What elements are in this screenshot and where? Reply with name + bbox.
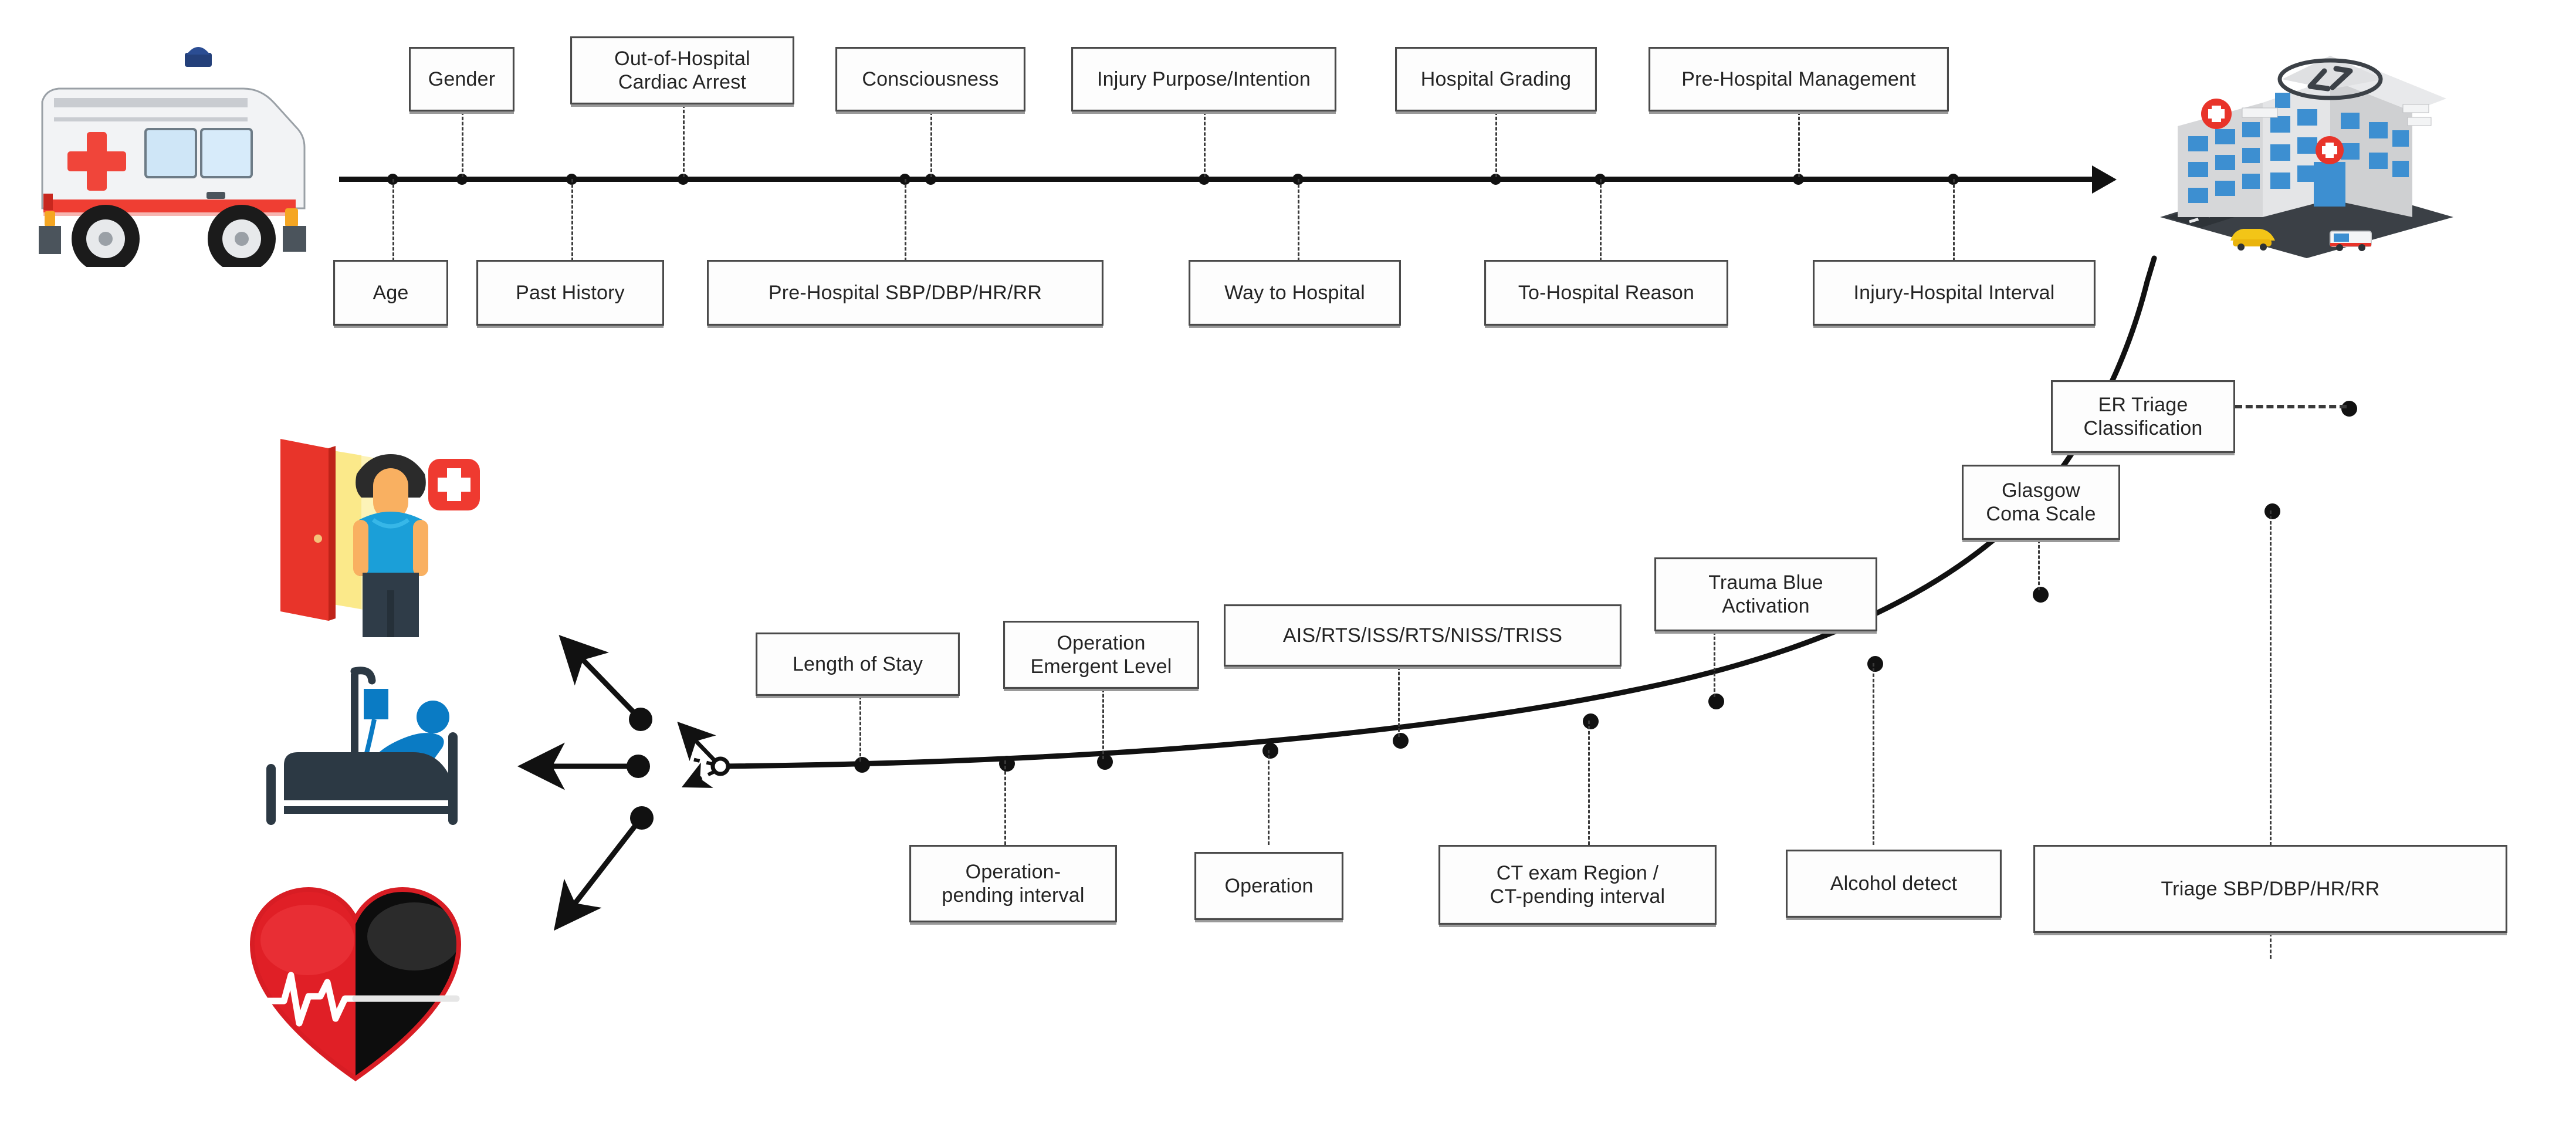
discharge-door-icon [252,405,487,640]
axis-node [456,174,468,185]
label-box-glasgow-coma-scale[interactable]: Glasgow Coma Scale [1962,465,2120,540]
label-box-pre-hospital-management[interactable]: Pre-Hospital Management [1648,47,1949,111]
connector-stem [1495,111,1497,177]
label-box-injury-purpose-intention[interactable]: Injury Purpose/Intention [1071,47,1336,111]
connector-stem [1798,111,1800,177]
label-box-operation-emergent-level[interactable]: Operation Emergent Level [1003,621,1199,689]
axis-node [1793,174,1804,185]
connector-stem [1588,721,1590,845]
label-box-ct-exam-region[interactable]: CT exam Region / CT-pending interval [1438,845,1717,925]
connector-stem [1873,663,1874,845]
curve-node [1583,713,1599,729]
label-box-operation-pending-interval[interactable]: Operation- pending interval [909,845,1117,922]
connector-stem [462,111,463,177]
curve-node [1867,656,1883,672]
label-box-pre-hospital-vitals[interactable]: Pre-Hospital SBP/DBP/HR/RR [707,260,1103,326]
hospital-bed-icon [239,658,486,834]
curve-node [2033,587,2049,603]
label-box-length-of-stay[interactable]: Length of Stay [756,633,960,696]
connector-stem [905,179,906,261]
curve-node [1262,743,1278,759]
label-box-gender[interactable]: Gender [409,47,514,111]
label-box-operation[interactable]: Operation [1194,852,1343,920]
connector-stem [930,111,932,177]
connector-stem-triage-vitals-tail [2270,933,2272,959]
label-box-out-of-hospital-cardiac-arrest[interactable]: Out-of-Hospital Cardiac Arrest [570,36,794,104]
label-box-way-to-hospital[interactable]: Way to Hospital [1189,260,1401,326]
connector-stem-er-triage [2235,405,2347,408]
connector-stem [683,104,685,177]
connector-stem [1600,179,1602,261]
label-box-past-history[interactable]: Past History [476,260,664,326]
connector-stem [1102,689,1104,759]
connector-stem [1004,760,1006,845]
connector-stem [1714,631,1715,697]
curve-node [2264,503,2280,519]
axis-node [1199,174,1210,185]
connector-stem [2038,540,2040,590]
label-box-injury-severity-scores[interactable]: AIS/RTS/ISS/RTS/NISS/TRISS [1224,604,1622,667]
axis-node [678,174,689,185]
label-box-to-hospital-reason[interactable]: To-Hospital Reason [1484,260,1728,326]
label-box-er-triage-classification[interactable]: ER Triage Classification [2051,380,2235,453]
curve-node [999,756,1015,772]
label-box-age[interactable]: Age [333,260,448,326]
connector-stem [571,179,573,261]
connector-stem [859,696,861,762]
hospital-building-icon [2154,23,2459,270]
label-box-trauma-blue-activation[interactable]: Trauma Blue Activation [1654,557,1877,631]
connector-stem [1398,667,1400,737]
label-box-triage-vitals[interactable]: Triage SBP/DBP/HR/RR [2033,845,2507,933]
connector-stem [1204,111,1206,177]
heartbeat-flatline-icon [238,872,473,1107]
connector-stem [2270,510,2272,851]
connector-stem [1268,750,1270,845]
connector-stem [1298,179,1299,261]
curve-node [1708,694,1724,709]
ambulance-icon [18,32,311,273]
curve-node [854,757,870,773]
prehospital-axis-line [339,177,2093,182]
label-box-consciousness[interactable]: Consciousness [835,47,1025,111]
label-box-hospital-grading[interactable]: Hospital Grading [1395,47,1597,111]
label-box-injury-hospital-interval[interactable]: Injury-Hospital Interval [1813,260,2096,326]
axis-node [1490,174,1501,185]
axis-node [925,174,936,185]
prehospital-axis-arrowhead [2092,165,2117,194]
connector-stem [1953,179,1955,261]
connector-stem [392,179,394,261]
curve-node [2341,401,2357,417]
curve-node [1097,754,1113,770]
curve-node [1393,733,1409,749]
label-box-alcohol-detect[interactable]: Alcohol detect [1786,850,2002,918]
